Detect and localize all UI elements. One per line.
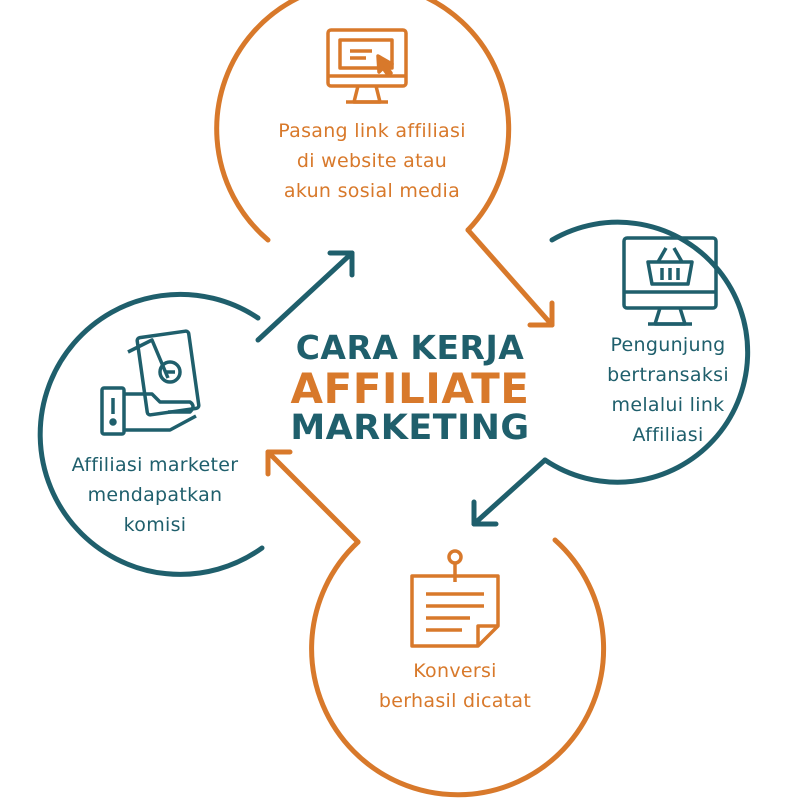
right-circle-arc	[542, 219, 751, 485]
left-circle-arc	[37, 291, 265, 577]
arrow-right-to-bottom	[471, 457, 548, 527]
step-line: Pasang link affiliasi	[278, 120, 466, 142]
step-text-komisi: Affiliasi marketer mendapatkan komisi	[30, 450, 280, 540]
arrow-bottom-to-left	[265, 449, 361, 545]
title-line-3: MARKETING	[290, 408, 530, 448]
step-line: berhasil dicatat	[378, 690, 532, 712]
monitor-cursor-icon	[326, 28, 408, 104]
sticky-note-icon	[410, 549, 500, 648]
step-line: Pengunjung	[610, 334, 726, 356]
step-text-pengunjung: Pengunjung bertransaksi melalui link Aff…	[568, 330, 768, 450]
title-line-1: CARA KERJA	[295, 328, 525, 367]
step-line: bertransaksi	[607, 364, 729, 386]
step-line: Konversi	[413, 660, 497, 682]
step-line: komisi	[123, 514, 187, 536]
arrow-top-to-right	[465, 227, 555, 328]
step-text-konversi: Konversi berhasil dicatat	[330, 656, 580, 716]
arrow-left-to-top	[255, 250, 355, 343]
monitor-basket-icon	[622, 236, 718, 326]
step-text-pasang-link: Pasang link affiliasi di website atau ak…	[222, 116, 522, 206]
step-line: Affiliasi marketer	[71, 454, 239, 476]
step-line: mendapatkan	[87, 484, 223, 506]
step-line: di website atau	[296, 150, 448, 172]
top-circle-arc	[214, 0, 512, 243]
step-line: akun sosial media	[283, 180, 461, 202]
hand-money-icon	[100, 329, 201, 436]
step-line: Affiliasi	[632, 424, 704, 446]
step-line: melalui link	[611, 394, 725, 416]
bottom-circle-arc	[309, 537, 607, 798]
title-line-2: AFFILIATE	[290, 364, 530, 413]
